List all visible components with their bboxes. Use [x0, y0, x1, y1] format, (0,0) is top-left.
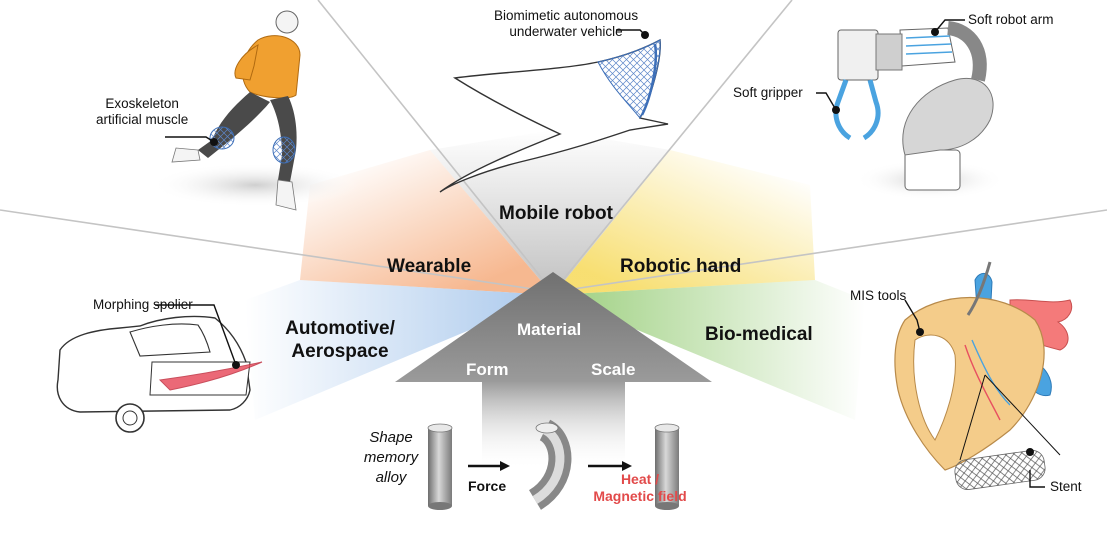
callout-morphing-spoiler: Morphing spolier: [93, 297, 193, 312]
sma-bent-cylinder: [528, 419, 572, 510]
callout-auv-line2: underwater vehicle: [509, 24, 623, 39]
central-arrow: [395, 272, 712, 470]
heat-label-line1: Heat /: [620, 471, 660, 487]
process-arrows: [468, 461, 632, 471]
callout-auv-line1: Biomimetic autonomous: [494, 8, 639, 23]
callout-mis-tools: MIS tools: [850, 288, 907, 303]
sma-recovered-cylinder: [654, 423, 680, 510]
arrow-label-form: Form: [466, 360, 509, 379]
category-robotic-hand: Robotic hand: [620, 256, 742, 277]
sma-straight-cylinder: [427, 423, 453, 510]
callout-exoskeleton-line2: artificial muscle: [96, 112, 189, 127]
callout-auv: Biomimetic autonomous underwater vehicle: [494, 8, 638, 40]
category-automotive-aerospace: Automotive/ Aerospace: [270, 317, 410, 363]
callout-exoskeleton: Exoskeleton artificial muscle: [96, 96, 188, 128]
car-illustration: [56, 315, 263, 433]
category-automotive-line2: Aerospace: [291, 341, 389, 362]
category-wearable: Wearable: [387, 256, 472, 277]
soft-robot-arm-illustration: [833, 21, 1005, 200]
sector-automotive: [245, 280, 553, 420]
auv-illustration: [439, 38, 669, 193]
arrow-label-scale: Scale: [591, 360, 636, 379]
category-bio-medical: Bio-medical: [705, 324, 813, 345]
sma-label-line2: memory: [363, 449, 419, 466]
sma-label: Shape memory alloy: [356, 428, 426, 488]
heat-magnetic-label: Heat / Magnetic field: [585, 471, 695, 505]
arrow-label-material: Material: [517, 320, 582, 339]
sma-label-line3: alloy: [375, 469, 407, 486]
callout-exoskeleton-line1: Exoskeleton: [105, 96, 179, 111]
sector-dividers: [0, 0, 1107, 293]
heat-label-line2: Magnetic field: [593, 488, 687, 504]
callout-soft-robot-arm: Soft robot arm: [968, 12, 1054, 27]
callout-stent: Stent: [1050, 479, 1082, 494]
callout-dots: [210, 28, 1034, 456]
force-label: Force: [468, 478, 507, 494]
sector-bio-medical: [553, 280, 865, 420]
sma-label-line1: Shape: [369, 429, 413, 446]
sector-robotic-hand: [553, 150, 815, 295]
callout-soft-gripper: Soft gripper: [733, 85, 803, 100]
sector-wearable: [300, 150, 553, 295]
category-mobile-robot: Mobile robot: [499, 203, 613, 224]
heart-illustration: [894, 261, 1073, 490]
category-automotive-line1: Automotive/: [285, 318, 395, 339]
